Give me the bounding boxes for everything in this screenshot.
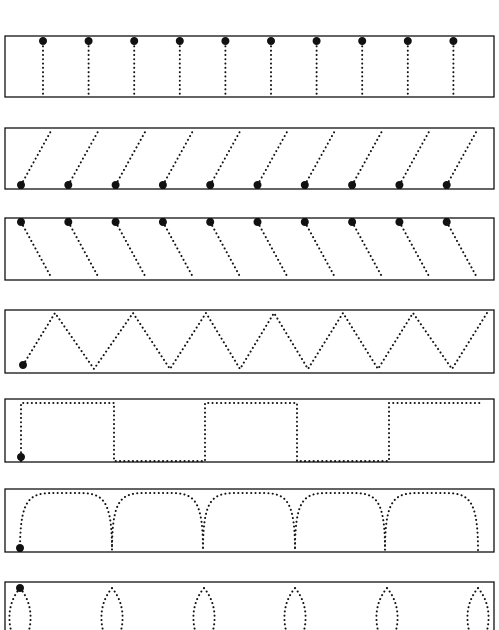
dotted-trace-path — [256, 221, 289, 278]
row-strokes — [8, 584, 490, 630]
row-strokes — [19, 311, 488, 371]
start-dot — [449, 37, 458, 45]
start-dot — [111, 218, 120, 226]
row-frame — [4, 581, 495, 630]
start-dot — [206, 218, 215, 226]
row-frame — [4, 217, 495, 281]
dotted-trace-path — [303, 221, 336, 278]
start-dot — [442, 218, 451, 226]
dotted-trace-path — [161, 130, 194, 186]
start-dot — [300, 181, 309, 189]
start-dot — [348, 218, 357, 226]
start-dot — [39, 37, 47, 45]
start-dot — [221, 37, 230, 45]
dotted-trace-path — [466, 587, 479, 630]
tracing-row-vertical-lines — [4, 35, 495, 98]
start-dot — [16, 544, 24, 552]
start-dot — [358, 37, 367, 45]
dotted-trace-path — [19, 587, 32, 630]
start-dot — [348, 181, 357, 189]
dotted-trace-path — [111, 587, 124, 630]
row-frame — [4, 35, 495, 98]
start-dot — [17, 453, 25, 461]
start-dot — [253, 218, 262, 226]
dotted-trace-path — [209, 221, 242, 278]
tracing-row-slant-left — [4, 217, 495, 281]
start-dot — [395, 218, 404, 226]
start-dot — [111, 181, 120, 189]
start-dot — [253, 181, 262, 189]
dotted-trace-path — [375, 587, 388, 630]
tracing-row-square-wave — [4, 398, 495, 463]
start-dot — [19, 361, 27, 369]
start-dot — [206, 181, 215, 189]
row-strokes — [17, 218, 478, 278]
dotted-trace-path — [351, 130, 384, 186]
dotted-trace-path — [20, 130, 52, 186]
dotted-trace-path — [477, 587, 490, 630]
tracing-row-loops — [4, 581, 495, 630]
row-strokes — [17, 130, 478, 189]
dotted-trace-path — [114, 130, 147, 186]
dotted-trace-path — [8, 587, 21, 630]
dotted-trace-path — [351, 221, 384, 278]
start-dot — [158, 181, 167, 189]
start-dot — [158, 218, 167, 226]
dotted-trace-path — [203, 587, 216, 630]
dotted-trace-path — [303, 130, 336, 186]
dotted-trace-path — [294, 587, 307, 630]
row-strokes — [39, 37, 458, 97]
start-dot — [312, 37, 321, 45]
tracing-row-arches — [4, 488, 495, 553]
start-dot — [17, 181, 25, 189]
dotted-trace-path — [22, 311, 488, 371]
dotted-trace-path — [398, 130, 431, 186]
dotted-trace-path — [20, 221, 52, 278]
row-frame — [4, 309, 495, 374]
row-strokes — [17, 402, 481, 462]
row-strokes — [16, 491, 479, 552]
dotted-trace-path — [445, 130, 478, 186]
row-frame — [4, 488, 495, 553]
start-dot — [64, 181, 73, 189]
dotted-trace-path — [19, 491, 479, 551]
start-dot — [300, 218, 309, 226]
dotted-trace-path — [100, 587, 113, 630]
dotted-trace-path — [398, 221, 431, 278]
start-dot — [175, 37, 184, 45]
tracing-row-slant-right — [4, 127, 495, 190]
dotted-trace-path — [256, 130, 289, 186]
dotted-trace-path — [209, 130, 242, 186]
dotted-trace-path — [20, 402, 481, 462]
start-dot — [130, 37, 139, 45]
dotted-trace-path — [283, 587, 296, 630]
start-dot — [16, 584, 24, 592]
dotted-trace-path — [445, 221, 478, 278]
tracing-row-zigzag — [4, 309, 495, 374]
start-dot — [84, 37, 93, 45]
dotted-trace-path — [161, 221, 194, 278]
start-dot — [267, 37, 275, 45]
row-frame — [4, 127, 495, 190]
dotted-trace-path — [386, 587, 399, 630]
dotted-trace-path — [67, 221, 100, 278]
dotted-trace-path — [114, 221, 147, 278]
dotted-trace-path — [67, 130, 100, 186]
row-frame — [4, 398, 495, 463]
start-dot — [64, 218, 73, 226]
dotted-trace-path — [192, 587, 205, 630]
start-dot — [395, 181, 404, 189]
start-dot — [403, 37, 412, 45]
start-dot — [442, 181, 451, 189]
start-dot — [17, 218, 25, 226]
